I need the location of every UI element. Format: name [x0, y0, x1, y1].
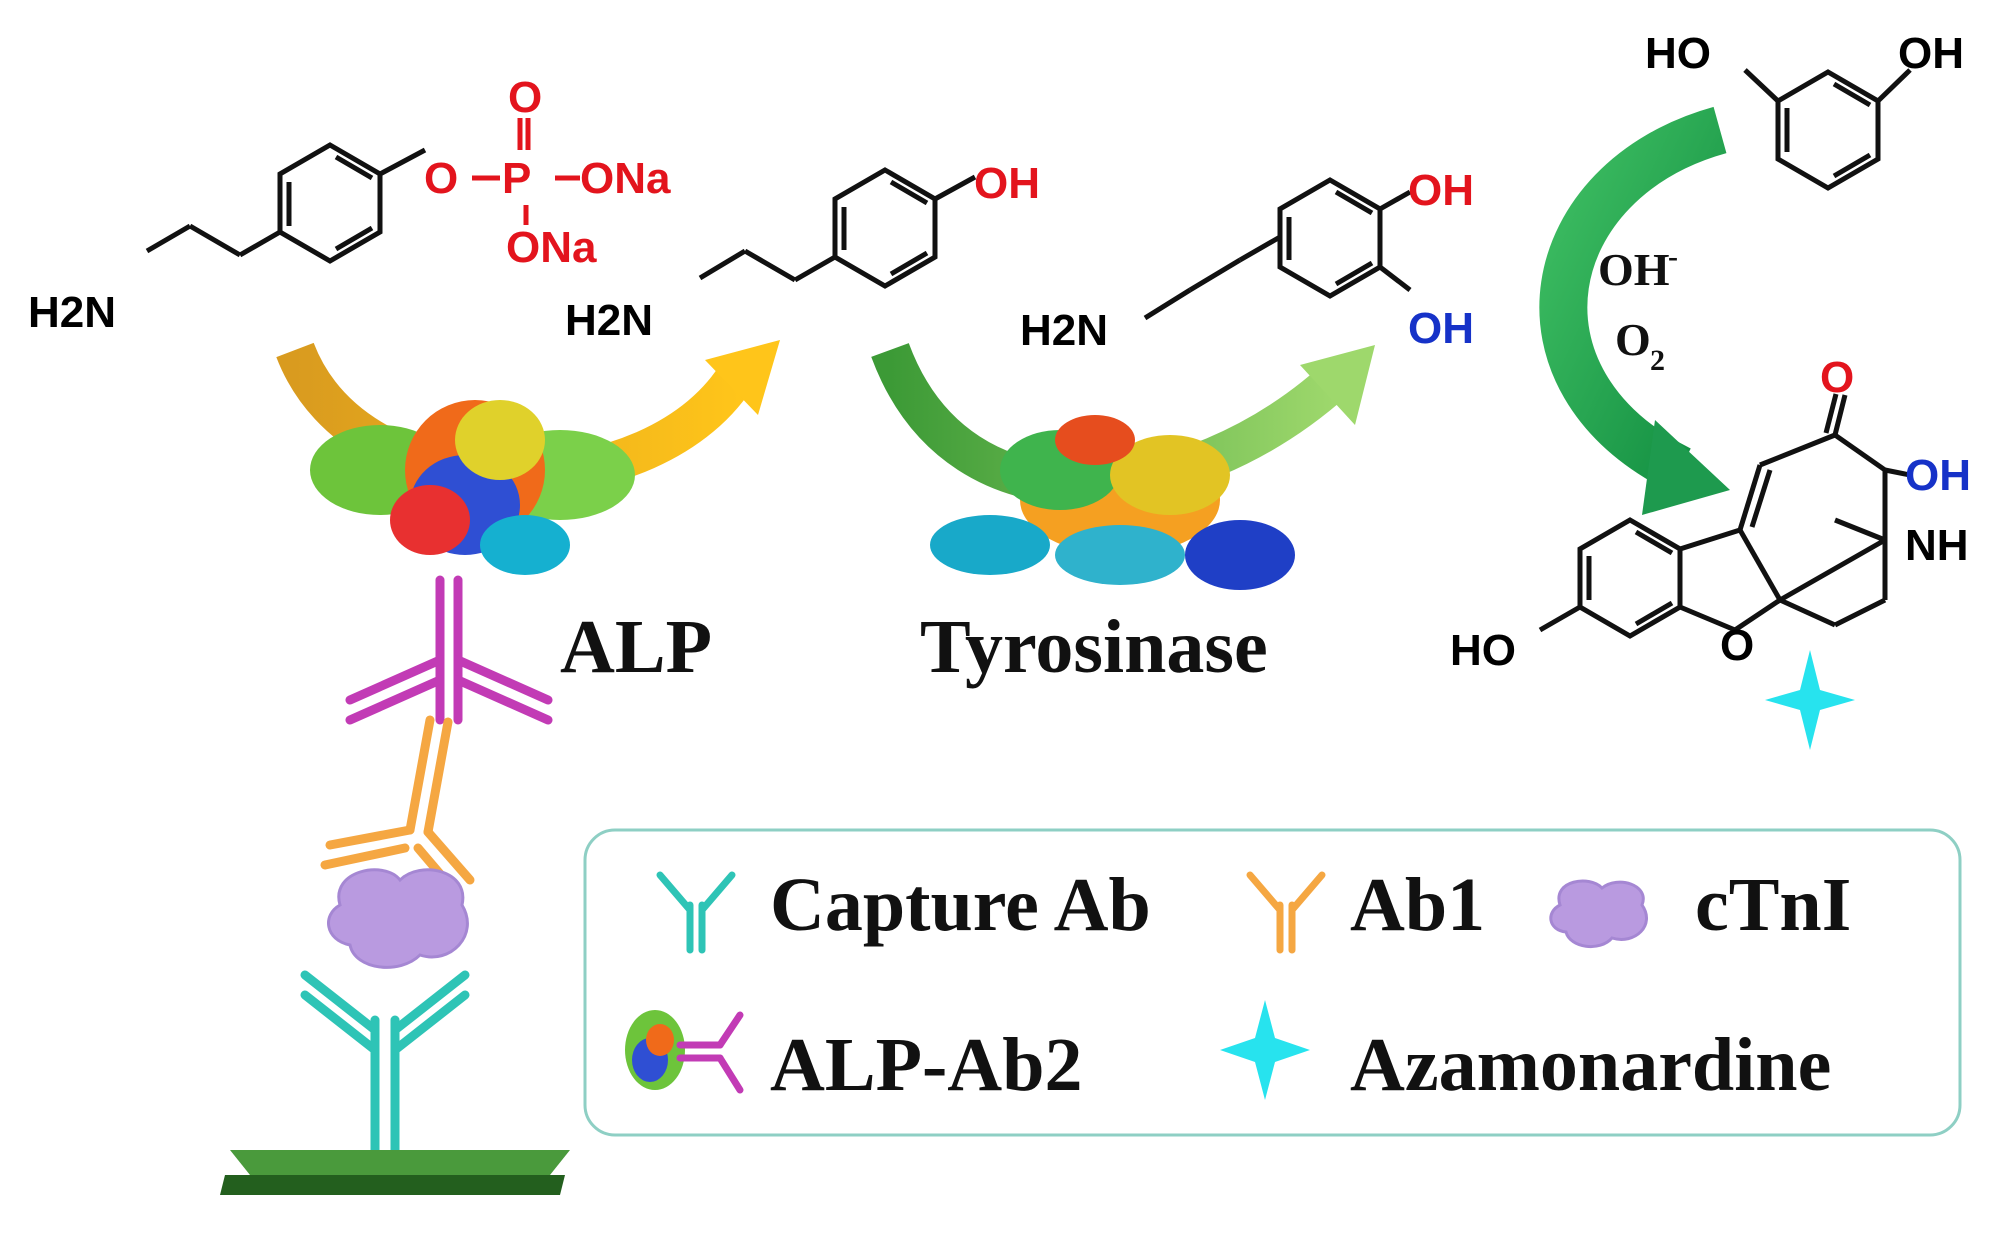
resorcinol-hydroxyl-right: OH	[1898, 29, 1964, 78]
condition-arrowhead-icon	[1642, 420, 1730, 515]
condition-base-charge: -	[1668, 240, 1678, 273]
condition-oxygen-subscript: 2	[1650, 344, 1665, 377]
legend-ctni-icon	[1549, 879, 1648, 949]
substrate-ona-right: ONa	[580, 154, 671, 203]
dopamine-hydroxyl-top: OH	[1408, 166, 1474, 215]
substrate-ester-oxygen: O	[424, 154, 458, 203]
legend-alp-ab2-label: ALP-Ab2	[770, 1023, 1082, 1107]
tyrosinase-label: Tyrosinase	[920, 605, 1268, 689]
tyramine-amine: H2N	[565, 296, 653, 345]
substrate-phosphorus: P	[502, 154, 531, 203]
legend-ab1-label: Ab1	[1350, 863, 1485, 947]
substrate-surface	[220, 1150, 570, 1195]
product-ketone-oxygen: O	[1820, 353, 1854, 402]
legend-box	[583, 828, 1962, 1137]
legend-azamonardine-label: Azamonardine	[1350, 1023, 1831, 1107]
legend-ctni-label: cTnI	[1695, 863, 1851, 947]
legend-alp-ab2-icon	[625, 1010, 744, 1094]
alp-arrowhead-icon	[705, 340, 780, 415]
capture-antibody-icon	[300, 970, 470, 1155]
condition-base: OH	[1598, 244, 1670, 295]
tyrosinase-enzyme-icon	[930, 415, 1295, 590]
legend-ab1-icon	[1246, 871, 1326, 954]
azamonardine-star-icon	[1765, 650, 1855, 750]
dopamine-amine: H2N	[1020, 306, 1108, 355]
legend-capture-ab-label: Capture Ab	[770, 863, 1151, 947]
azamonardine-molecule	[1538, 393, 1911, 639]
alp-label: ALP	[560, 605, 712, 689]
condition-oxygen: O	[1615, 314, 1651, 365]
legend-azamonardine-icon	[1220, 1000, 1310, 1100]
substrate-ona-bottom: ONa	[506, 223, 597, 272]
product-nh: NH	[1905, 521, 1969, 570]
alp-ab2-antibody-icon	[345, 575, 553, 725]
product-phenol: HO	[1450, 626, 1516, 675]
substrate-amine: H2N	[28, 288, 116, 337]
substrate-double-bond-oxygen: O	[508, 73, 542, 122]
product-hydroxyl: OH	[1905, 451, 1971, 500]
tyramine-hydroxyl: OH	[974, 159, 1040, 208]
ctni-antigen-icon	[327, 868, 469, 969]
ab1-antibody-icon	[320, 715, 475, 900]
legend-capture-ab-icon	[656, 871, 736, 954]
tyramine-molecule	[698, 167, 977, 289]
product-ring-oxygen: O	[1720, 621, 1754, 670]
substrate-molecule	[145, 118, 580, 264]
reaction-arrow-condition	[1539, 106, 1727, 492]
resorcinol-hydroxyl-left: HO	[1645, 29, 1711, 78]
alp-enzyme-icon	[310, 400, 635, 575]
dopamine-molecule	[1143, 177, 1412, 321]
resorcinol-molecule	[1743, 68, 1912, 191]
dopamine-hydroxyl-bottom: OH	[1408, 304, 1474, 353]
tyrosinase-arrowhead-icon	[1300, 345, 1375, 425]
